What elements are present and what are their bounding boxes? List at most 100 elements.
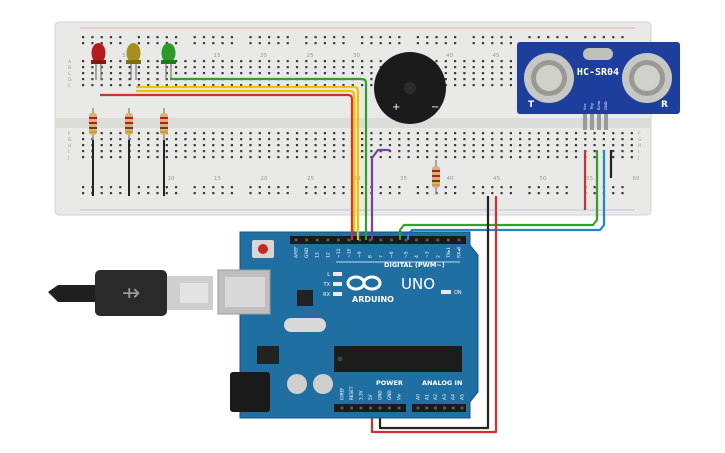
breadboard-hole: [240, 60, 243, 63]
breadboard-hole: [435, 36, 438, 39]
breadboard-hole: [240, 66, 243, 69]
breadboard-hole: [435, 60, 438, 63]
analog-header-hole: [434, 406, 438, 410]
breadboard-hole: [109, 186, 113, 189]
breadboard-hole: [249, 186, 252, 189]
breadboard-hole: [426, 192, 429, 195]
breadboard-hole: [500, 36, 503, 39]
breadboard-row-letter: D: [68, 77, 72, 83]
arduino-logo-icon: [346, 275, 382, 291]
breadboard-hole: [314, 144, 317, 147]
breadboard-hole: [184, 156, 187, 159]
breadboard-row-letter: A: [68, 59, 72, 65]
breadboard-hole: [379, 42, 382, 45]
breadboard-hole: [156, 138, 159, 141]
breadboard-hole: [491, 36, 494, 39]
breadboard-hole: [500, 132, 503, 135]
breadboard-hole: [528, 138, 531, 141]
breadboard-hole: [314, 186, 317, 189]
breadboard-hole: [323, 36, 326, 39]
breadboard-hole: [193, 192, 196, 195]
breadboard-hole: [454, 84, 457, 87]
breadboard-hole: [323, 42, 326, 45]
breadboard-hole: [305, 66, 308, 69]
breadboard-hole: [426, 150, 429, 153]
breadboard-hole: [258, 84, 261, 87]
digital-pin-label: 4: [414, 255, 420, 258]
breadboard-hole: [593, 36, 596, 39]
breadboard-hole: [119, 132, 122, 135]
breadboard-hole: [342, 138, 345, 141]
breadboard-hole: [472, 144, 475, 147]
breadboard-hole: [109, 138, 113, 141]
breadboard-hole: [426, 144, 429, 147]
breadboard-hole: [491, 60, 494, 63]
breadboard-hole: [268, 72, 271, 75]
breadboard-hole: [128, 78, 131, 81]
led-red: [91, 43, 106, 80]
breadboard-hole: [212, 150, 215, 153]
breadboard-hole: [147, 60, 150, 63]
breadboard-hole: [286, 192, 289, 195]
breadboard-hole: [491, 150, 494, 153]
breadboard-hole: [230, 156, 233, 159]
analog-header-hole: [451, 406, 455, 410]
breadboard-hole: [463, 138, 466, 141]
breadboard-column-number: 15: [214, 176, 221, 182]
breadboard-hole: [426, 36, 429, 39]
breadboard-hole: [463, 78, 466, 81]
breadboard-hole: [547, 138, 550, 141]
digital-header-holes: [294, 238, 461, 242]
breadboard-hole: [333, 150, 336, 153]
breadboard-hole: [109, 156, 113, 159]
breadboard-hole: [147, 192, 150, 195]
breadboard-hole: [202, 84, 206, 87]
breadboard-hole: [193, 60, 196, 63]
analog-header: [412, 404, 466, 412]
breadboard-hole: [630, 156, 633, 159]
breadboard-column-number: 15: [214, 53, 221, 59]
breadboard-hole: [156, 36, 159, 39]
analog-header-hole: [416, 406, 420, 410]
breadboard-hole: [491, 84, 494, 87]
breadboard-hole: [147, 72, 150, 75]
breadboard-hole: [249, 36, 252, 39]
breadboard-hole: [221, 144, 224, 147]
sensor-pin-headers: [583, 114, 608, 130]
power-header-hole: [378, 406, 382, 410]
breadboard-hole: [398, 186, 401, 189]
breadboard-hole: [249, 72, 252, 75]
breadboard-hole: [509, 186, 512, 189]
breadboard-hole: [184, 84, 187, 87]
breadboard-hole: [463, 150, 466, 153]
breadboard-row-letter: H: [68, 143, 71, 149]
breadboard-hole: [481, 60, 485, 63]
breadboard-hole: [268, 138, 271, 141]
breadboard-hole: [119, 36, 122, 39]
breadboard-hole: [305, 138, 308, 141]
breadboard-hole: [565, 138, 568, 141]
breadboard-hole: [556, 132, 559, 135]
breadboard-hole: [481, 42, 485, 45]
breadboard-hole: [602, 138, 605, 141]
breadboard-hole: [230, 138, 233, 141]
breadboard-hole: [147, 42, 150, 45]
breadboard-hole: [277, 144, 280, 147]
breadboard-hole: [388, 36, 392, 39]
breadboard-hole: [268, 66, 271, 69]
breadboard-hole: [528, 144, 531, 147]
breadboard-hole: [342, 192, 345, 195]
breadboard-hole: [528, 132, 531, 135]
breadboard-hole: [416, 36, 419, 39]
breadboard-hole: [444, 144, 447, 147]
breadboard-hole: [556, 186, 559, 189]
breadboard-hole: [472, 60, 475, 63]
breadboard-hole: [472, 36, 475, 39]
digital-header-hole: [446, 238, 450, 242]
breadboard-hole: [100, 156, 103, 159]
resistor-2: [125, 108, 133, 140]
breadboard-hole: [509, 72, 512, 75]
breadboard-hole: [82, 84, 85, 87]
breadboard-hole: [556, 192, 559, 195]
